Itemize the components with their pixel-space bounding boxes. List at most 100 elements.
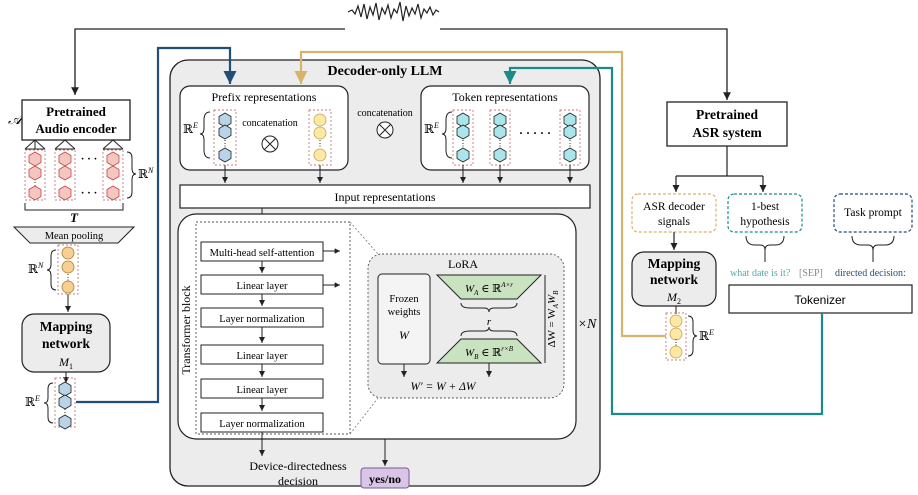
- lora-zoom-line: [349, 221, 379, 255]
- input-repr-label: Input representations: [335, 190, 436, 204]
- transformer-label: Transformer block: [179, 285, 193, 374]
- r-brace-bottom: [460, 326, 518, 337]
- r-brace-top: [460, 302, 518, 313]
- asr-split-lines: [676, 146, 763, 177]
- tokenizer-box: [728, 284, 913, 314]
- lora-title: LoRA: [448, 257, 478, 271]
- encoder-dots-top: · · ·: [81, 153, 98, 165]
- mapping-m2-box: [631, 251, 717, 307]
- svg-text:Linear layer: Linear layer: [236, 281, 288, 292]
- asr-system-line2: ASR system: [692, 125, 762, 140]
- asr-feed-line: [440, 28, 731, 100]
- transformer-layers: Multi-head self-attention Linear layer L…: [200, 241, 340, 433]
- otimes-icon: [261, 135, 279, 153]
- m2-output-brace: [687, 315, 698, 357]
- svg-text:Linear layer: Linear layer: [236, 385, 288, 396]
- asr-signals-line2: signals: [658, 216, 690, 228]
- prompt-brace: [851, 235, 895, 251]
- svg-text:⋮: ⋮: [566, 139, 574, 148]
- input-repr-box: [179, 184, 591, 209]
- prefix-box: [179, 85, 349, 171]
- m1-output-brace: [43, 382, 54, 424]
- hypothesis-line1: 1-best: [751, 201, 780, 213]
- mean-pool-label: Mean pooling: [45, 231, 104, 242]
- encoder-space-n: ℝN: [138, 166, 154, 181]
- audio-feed-line: [71, 28, 345, 95]
- repr-to-input-arrows: [222, 165, 573, 183]
- token-ellipsis: · · · · ·: [519, 126, 551, 140]
- svg-text:⋮: ⋮: [316, 139, 324, 148]
- token-brace: [441, 111, 453, 159]
- mapping-m2-line1: Mapping: [648, 256, 701, 271]
- encoder-brace-right: [126, 151, 137, 199]
- token-columns: ⋮ ⋮ ⋮: [452, 109, 581, 166]
- svg-text:Multi-head self-attention: Multi-head self-attention: [210, 248, 315, 259]
- svg-text:⋮: ⋮: [496, 139, 504, 148]
- pooled-nodes: ⋮: [57, 244, 79, 295]
- svg-text:Linear layer: Linear layer: [236, 351, 288, 362]
- decision-line1: Device-directedness: [249, 459, 347, 473]
- asr-system-line1: Pretrained: [696, 107, 758, 122]
- hyp-text: what date is it?: [730, 268, 791, 279]
- sep-text: [SEP]: [799, 268, 823, 279]
- mapping-m2-line2: network: [650, 272, 698, 287]
- prefix-brace: [199, 111, 211, 159]
- transformer-dotted: [195, 221, 351, 435]
- wb-trapezoid: [435, 338, 543, 364]
- prefix-title: Prefix representations: [212, 90, 317, 104]
- frozen-line1: Frozen: [389, 294, 419, 305]
- t-label: T: [70, 210, 79, 225]
- r-label: r: [487, 316, 492, 328]
- prompt-text: directed decision:: [835, 268, 906, 279]
- lora-formula: W′ = W + ΔW: [410, 381, 476, 393]
- task-prompt-box: [833, 193, 913, 233]
- svg-text:Layer normalization: Layer normalization: [219, 419, 305, 430]
- decision-badge: [360, 467, 410, 489]
- decision-value: yes/no: [369, 472, 401, 486]
- audio-encoder-line1: Pretrained: [46, 104, 106, 119]
- asr-signals-line1: ASR decoder: [643, 201, 705, 213]
- m2-output-nodes: ⋮: [665, 312, 687, 361]
- m1-space-e: ℝE: [25, 394, 40, 409]
- mapping-m1-line2: network: [42, 336, 90, 351]
- prefix-concat-label: concatenation: [242, 118, 298, 129]
- hypothesis-line2: hypothesis: [740, 216, 790, 228]
- gold-line: [294, 50, 666, 338]
- pooled-space-n: ℝN: [28, 261, 44, 276]
- repeat-label: ×N: [578, 317, 597, 332]
- audio-encoder-line2: Audio encoder: [35, 121, 116, 136]
- svg-text:⋮: ⋮: [672, 338, 680, 347]
- svg-text:⋮: ⋮: [61, 408, 69, 417]
- frozen-symbol: W: [399, 328, 410, 342]
- frozen-line2: weights: [388, 307, 421, 318]
- token-title: Token representations: [452, 90, 558, 104]
- teal-line: [503, 66, 824, 416]
- m2-space-e: ℝE: [699, 328, 714, 343]
- hyp-brace: [745, 235, 785, 251]
- svg-text:⋮: ⋮: [459, 139, 467, 148]
- decision-line2: decision: [278, 474, 318, 488]
- tokenizer-label: Tokenizer: [794, 293, 845, 307]
- svg-text:⋮: ⋮: [221, 139, 229, 148]
- audio-encoder-box: [21, 99, 131, 141]
- prefix-col-1-nodes: ⋮: [218, 112, 232, 163]
- navy-line: [76, 46, 237, 404]
- llm-title: Decoder-only LLM: [328, 64, 443, 79]
- m1-output-nodes: ⋮: [54, 377, 76, 430]
- mapping-m1-line1: Mapping: [40, 319, 93, 334]
- frozen-weights-box: [377, 273, 431, 365]
- otimes-icon: [376, 121, 394, 139]
- mean-pool-trapezoid: [12, 226, 136, 244]
- encoder-output-nodes: ⋮: [24, 139, 124, 201]
- delta-label: ΔW = WAWB: [546, 290, 560, 348]
- prefix-col-2-nodes: ⋮: [313, 113, 327, 162]
- svg-text:⋮: ⋮: [64, 273, 72, 282]
- task-prompt-label: Task prompt: [844, 207, 902, 219]
- encoder-dots-bottom: · · ·: [81, 187, 98, 199]
- svg-text:⋮: ⋮: [31, 181, 39, 190]
- hypothesis-box: [727, 193, 803, 233]
- wa-trapezoid: [435, 274, 543, 300]
- svg-text:Layer normalization: Layer normalization: [219, 314, 305, 325]
- waveform-icon: [347, 1, 440, 22]
